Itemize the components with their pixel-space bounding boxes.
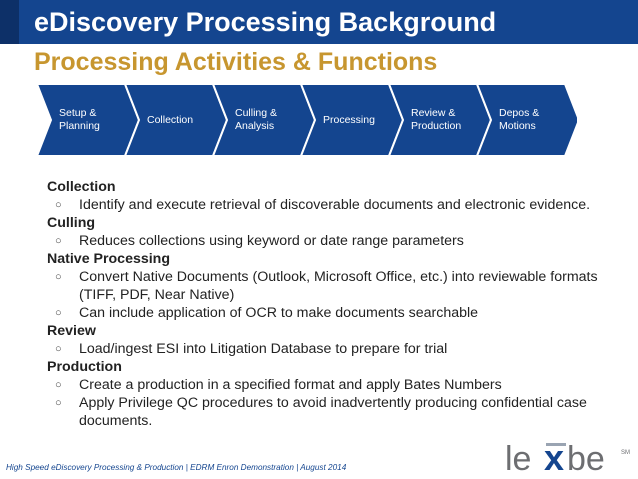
logo-text-x: x	[544, 440, 564, 476]
lexbe-logo: le x be SM	[505, 440, 630, 476]
chevron-shapes	[37, 84, 577, 157]
bullet-item: ○ Reduces collections using keyword or da…	[47, 232, 607, 250]
chevron-label-6: Depos & Motions	[499, 107, 540, 132]
process-chevron-bar: Setup & Planning Collection Culling & Anal…	[37, 84, 577, 169]
bullet-item: ○ Create a production in a specified form…	[47, 376, 607, 394]
section-heading: Review	[47, 323, 96, 339]
bullet-text: Convert Native Documents (Outlook, Micro…	[79, 269, 598, 303]
title-bar-accent	[0, 0, 19, 44]
title-bar: eDiscovery Processing Background	[0, 0, 638, 44]
content-list: Collection ○ Identify and execute retrieva…	[47, 178, 607, 430]
bullet-text: Apply Privilege QC procedures to avoid i…	[79, 395, 587, 429]
bullet-text: Can include application of OCR to make d…	[79, 305, 479, 321]
section-heading: Native Processing	[47, 251, 171, 267]
bullet-text: Identify and execute retrieval of discov…	[79, 197, 591, 213]
chevron-label-1: Setup & Planning	[59, 107, 100, 132]
footer-text: High Speed eDiscovery Processing & Produ…	[6, 463, 347, 472]
chevron-label-2: Collection	[147, 113, 194, 126]
bullet-item: ○ Can include application of OCR to make …	[47, 304, 607, 322]
bullet-item: ○ Apply Privilege QC procedures to avoid …	[47, 394, 607, 430]
bullet-circle-icon: ○	[55, 235, 62, 247]
bullet-item: ○ Convert Native Documents (Outlook, Micr…	[47, 268, 607, 304]
logo-bar	[546, 443, 566, 446]
section-heading: Collection	[47, 179, 116, 195]
logo-text-left: le	[505, 440, 531, 476]
page-title: eDiscovery Processing Background	[34, 7, 497, 37]
bullet-circle-icon: ○	[55, 271, 62, 283]
bullet-text: Reduces collections using keyword or dat…	[79, 233, 464, 249]
logo-text-right: be	[567, 440, 605, 476]
bullet-circle-icon: ○	[55, 379, 62, 391]
bullet-item: ○ Identify and execute retrieval of disco…	[47, 196, 607, 214]
chevron-6	[475, 84, 577, 157]
bullet-circle-icon: ○	[55, 397, 62, 409]
section-heading: Culling	[47, 215, 96, 231]
chevron-label-5: Review & Production	[411, 107, 462, 132]
bullet-circle-icon: ○	[55, 199, 62, 211]
chevron-label-3: Culling & Analysis	[235, 107, 278, 132]
bullet-item: ○ Load/ingest ESI into Litigation Databa…	[47, 340, 607, 358]
bullet-text: Create a production in a specified forma…	[79, 377, 502, 393]
logo-service-mark: SM	[621, 450, 630, 456]
bullet-circle-icon: ○	[55, 343, 62, 355]
bullet-text: Load/ingest ESI into Litigation Database…	[79, 341, 448, 357]
section-heading: Production	[47, 359, 122, 375]
page-subtitle: Processing Activities & Functions	[34, 48, 438, 76]
bullet-circle-icon: ○	[55, 307, 62, 319]
chevron-label-4: Processing	[323, 113, 375, 126]
